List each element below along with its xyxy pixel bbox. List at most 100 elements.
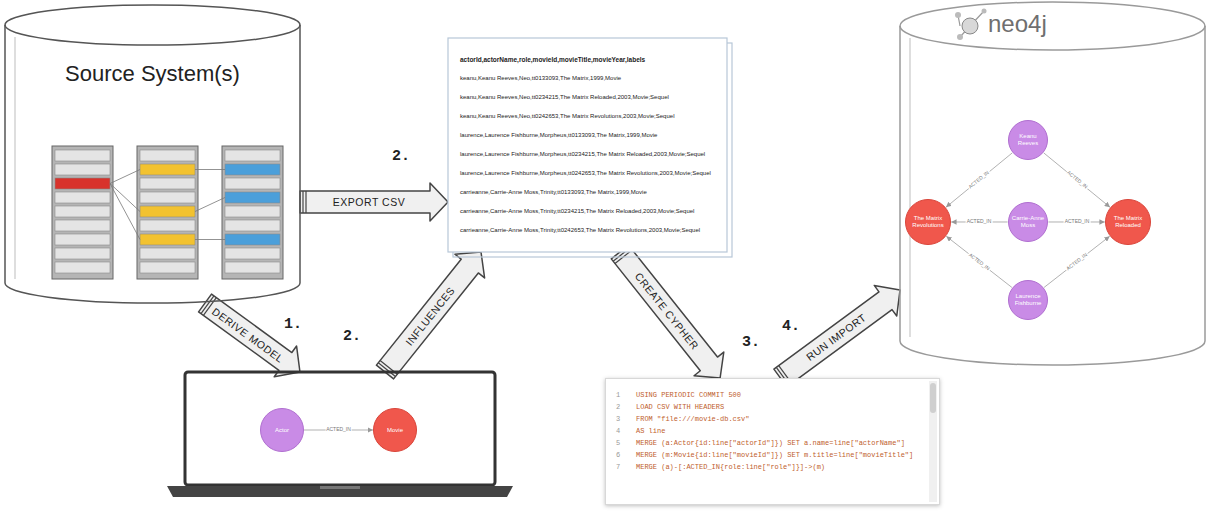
relationship-label: ACTED_IN xyxy=(966,219,993,225)
block-arrow xyxy=(774,285,900,386)
code-line: MERGE (m:Movie{id:line["movieId"]}) SET … xyxy=(636,449,917,461)
csv-header: actorId,actorName,role,movieId,movieTitl… xyxy=(460,50,711,69)
movie-node: The Matrix Reloaded xyxy=(1105,199,1151,245)
rack-slot xyxy=(140,234,195,245)
rack-slot xyxy=(140,150,195,161)
relationship-label: ACTED_IN xyxy=(1065,169,1089,190)
cyl-shape xyxy=(900,2,1205,365)
line-number: 4 xyxy=(616,425,636,437)
step-number: 2. xyxy=(343,328,361,345)
code-line: AS line xyxy=(636,425,917,437)
rack-slot xyxy=(140,220,195,231)
logo-link xyxy=(970,11,984,26)
neo4j-logo-icon xyxy=(955,9,987,41)
rack-slot xyxy=(225,150,280,161)
node-label: The Matrix Revolutions xyxy=(909,215,947,229)
rack-slot xyxy=(225,248,280,259)
cyl-shape xyxy=(5,5,300,303)
logo-dot xyxy=(962,18,978,34)
arrow-label: DERIVE MODEL xyxy=(210,305,286,365)
source-system-cylinder: Source System(s) xyxy=(5,5,300,303)
rack-frame xyxy=(137,146,198,279)
rack-link xyxy=(110,170,140,184)
rack-slot xyxy=(55,164,110,175)
code-line: USING PERIODIC COMMIT 500 xyxy=(636,389,917,401)
arrow-tail-bar xyxy=(302,191,303,213)
csv-row: carrieanne,Carrie-Anne Moss,Trinity,tt02… xyxy=(460,202,711,221)
node-label: Carrie-Anne Moss xyxy=(1012,215,1045,229)
system-title: Source System(s) xyxy=(5,61,300,87)
relationship-line xyxy=(946,153,1012,207)
node-label: Laurence Fishburne xyxy=(1012,293,1045,307)
actor-node: Carrie-Anne Moss xyxy=(1008,202,1049,243)
step-number: 4. xyxy=(782,318,800,335)
step-number: 2. xyxy=(392,148,410,165)
relationship-label: ACTED_IN xyxy=(1063,219,1090,225)
rack-frame xyxy=(222,146,283,279)
server-racks xyxy=(52,146,283,279)
arrow-label: EXPORT CSV xyxy=(333,196,405,208)
cylinder-rim xyxy=(900,26,1205,50)
rack-slot xyxy=(225,262,280,273)
csv-row: laurence,Laurence Fishburne,Morpheus,tt0… xyxy=(460,164,711,183)
cylinder-shade xyxy=(909,38,910,337)
line-number: 3 xyxy=(616,413,636,425)
csv-row: laurence,Laurence Fishburne,Morpheus,tt0… xyxy=(460,145,711,164)
rack-slot xyxy=(55,206,110,217)
line-number: 2 xyxy=(616,401,636,413)
model-node: Movie xyxy=(373,408,417,452)
cylinder-rim xyxy=(5,25,300,45)
arrow-tail-bar xyxy=(305,191,306,213)
laptop-screen xyxy=(185,372,495,485)
rack-frame xyxy=(52,146,113,279)
movie-node: The Matrix Revolutions xyxy=(905,199,951,245)
line-number: 6 xyxy=(616,449,636,461)
back-page xyxy=(453,43,732,257)
rack-slot xyxy=(225,192,280,203)
rack-slot xyxy=(140,192,195,203)
logo-dot xyxy=(957,34,963,40)
rack-slot xyxy=(140,248,195,259)
rack-slot xyxy=(55,234,110,245)
logo-link xyxy=(958,15,960,26)
rack-link xyxy=(110,184,140,212)
laptop-notch xyxy=(320,486,360,489)
rack-slot xyxy=(225,234,280,245)
flow-arrow xyxy=(376,252,484,379)
node-label: Actor xyxy=(275,427,289,434)
arrow-tail-bar xyxy=(378,363,395,377)
arrow-tail-bar xyxy=(613,248,630,262)
logo-link xyxy=(960,26,970,37)
actor-node: Laurence Fishburne xyxy=(1008,280,1049,321)
rack-link xyxy=(195,239,225,240)
relationship-label: ACTED_IN xyxy=(325,427,352,433)
line-number: 1 xyxy=(616,389,636,401)
block-arrow xyxy=(300,183,448,221)
csv-row: keanu,Keanu Reeves,Neo,tt0234215,The Mat… xyxy=(460,88,711,107)
actor-node: Keanu Reeves xyxy=(1008,120,1049,161)
scrollbar-track xyxy=(929,381,937,502)
arrow-tail-bar xyxy=(380,360,397,374)
cylinder-outline xyxy=(5,5,300,303)
csv-row: keanu,Keanu Reeves,Neo,tt0133093,The Mat… xyxy=(460,69,711,88)
relationship-line xyxy=(946,236,1012,287)
step-number: 1. xyxy=(284,316,302,333)
arrow-tail-bar xyxy=(615,250,632,264)
line-number: 7 xyxy=(616,461,636,473)
cylinder-outline xyxy=(900,2,1205,365)
relationship-line xyxy=(1044,236,1110,287)
neo4j-cylinder: Keanu ReevesCarrie-Anne MossLaurence Fis… xyxy=(900,2,1205,365)
flow-arrow xyxy=(199,294,300,377)
rack-slot xyxy=(55,178,110,189)
logo-dot xyxy=(982,9,987,14)
scrollbar-thumb xyxy=(930,383,936,413)
cypher-code-box: 1USING PERIODIC COMMIT 5002LOAD CSV WITH… xyxy=(605,378,940,505)
doc-shape xyxy=(448,38,727,252)
arrow-label: CREATE CYPHER xyxy=(633,270,702,352)
rack-link xyxy=(195,169,225,170)
flow-arrow xyxy=(300,183,448,221)
node-label: The Matrix Reloaded xyxy=(1109,215,1147,229)
rack-slot xyxy=(55,248,110,259)
rack-slot xyxy=(140,164,195,175)
code-line: FROM "file:///movie-db.csv" xyxy=(636,413,917,425)
